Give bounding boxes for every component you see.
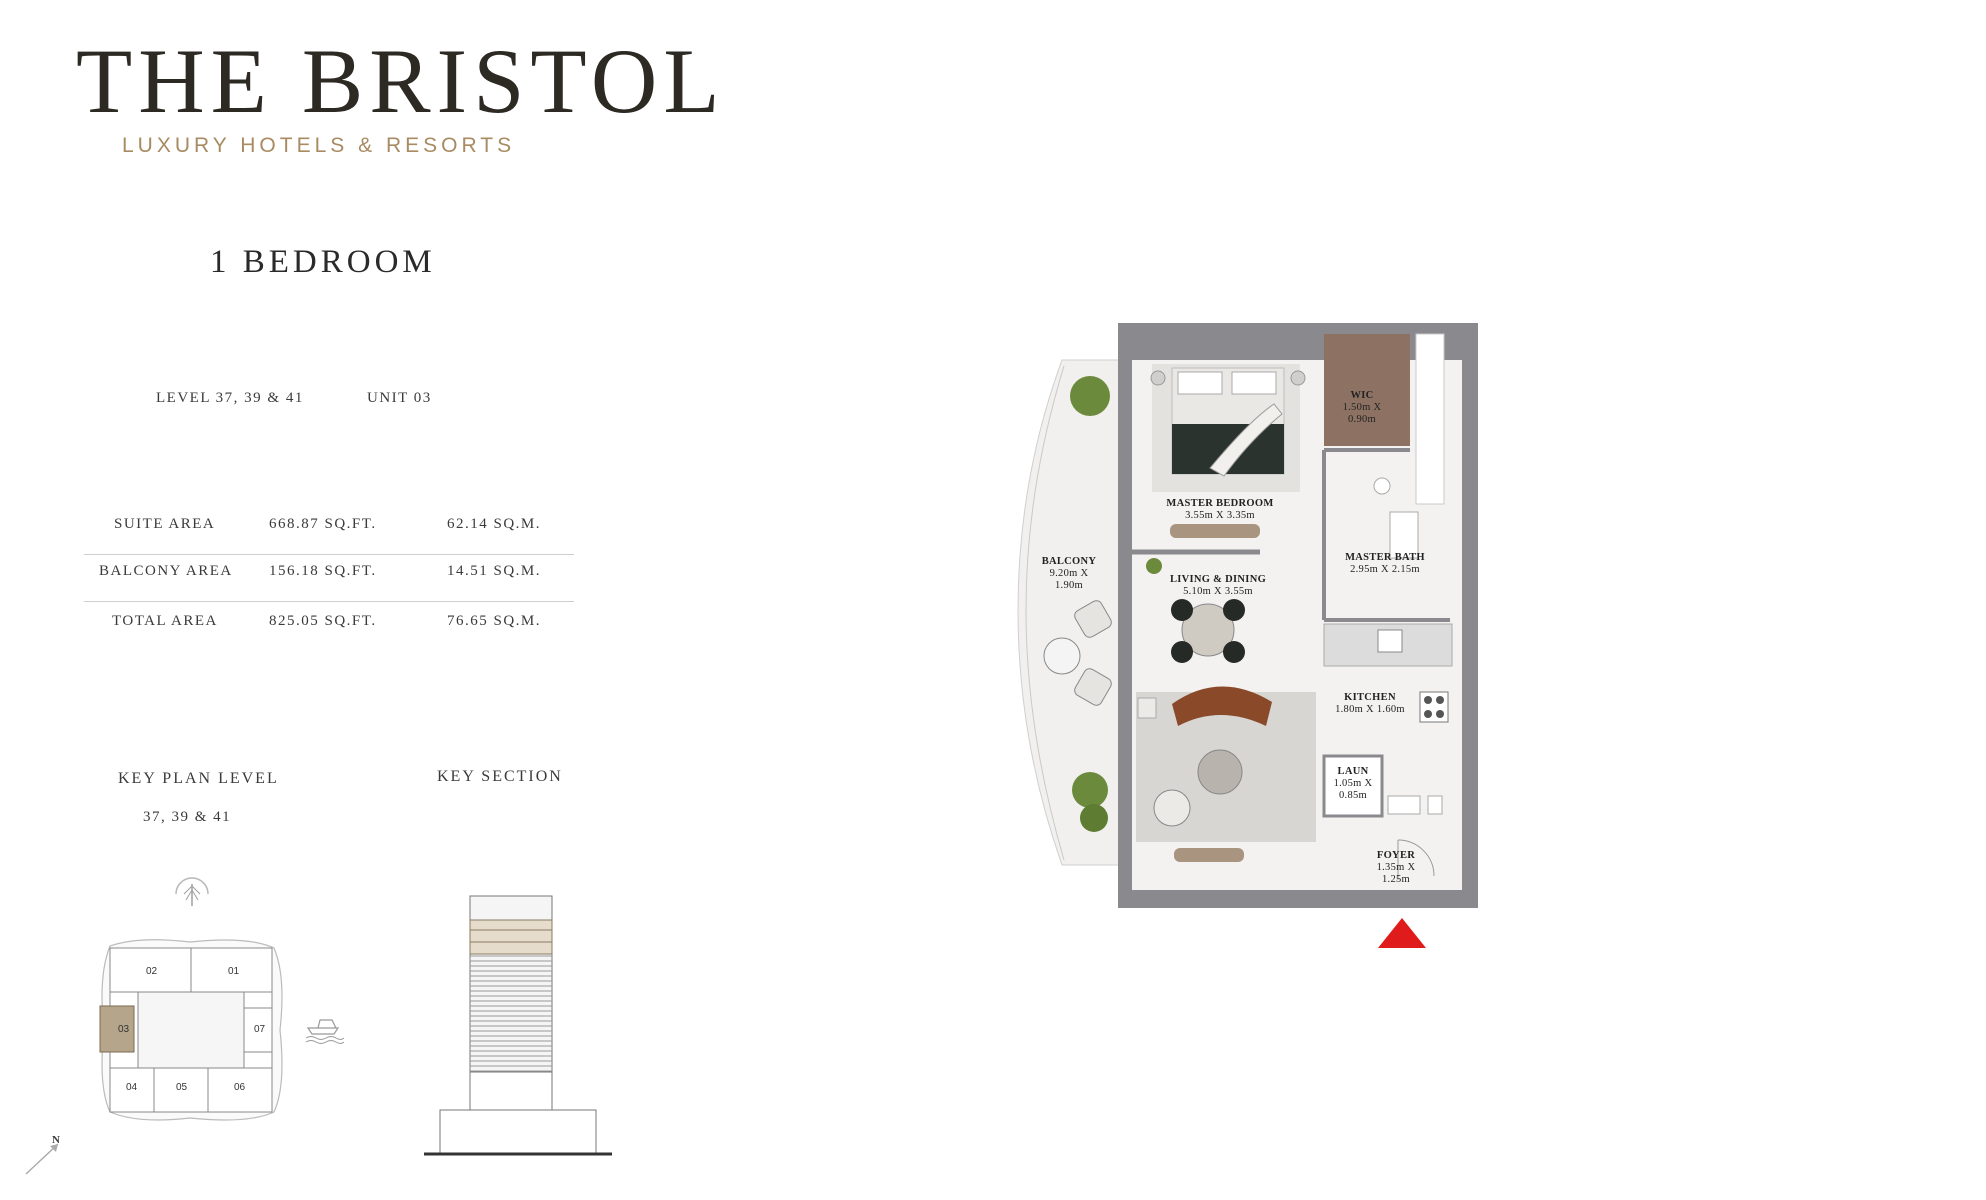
key-unit-04: 04 <box>126 1082 138 1093</box>
room-dim: 1.05m X <box>1333 778 1373 789</box>
palm-icon <box>175 877 209 906</box>
room-dim: 5.10m X 3.55m <box>1183 586 1253 597</box>
room-wic: WIC 1.50m X 0.90m <box>1332 390 1392 426</box>
area-row-total: TOTAL AREA 825.05 SQ.FT. 76.65 SQ.M. <box>84 602 574 648</box>
room-master-bath: MASTER BATH 2.95m X 2.15m <box>1330 552 1440 576</box>
room-dim: 0.90m <box>1347 414 1377 425</box>
room-name: FOYER <box>1376 850 1416 861</box>
room-master-bedroom: MASTER BEDROOM 3.55m X 3.35m <box>1150 498 1290 522</box>
area-sqm: 14.51 SQ.M. <box>447 563 542 579</box>
area-label: TOTAL AREA <box>112 613 218 629</box>
room-dim: 2.95m X 2.15m <box>1350 564 1420 575</box>
area-row-suite: SUITE AREA 668.87 SQ.FT. 62.14 SQ.M. <box>84 508 574 554</box>
entry-marker-icon <box>1378 918 1426 948</box>
key-section-title: KEY SECTION <box>437 768 563 785</box>
floor-plan: WIC 1.50m X 0.90m MASTER BEDROOM 3.55m X… <box>1010 320 1480 960</box>
area-sqm: 76.65 SQ.M. <box>447 613 542 629</box>
room-name: BALCONY <box>1041 556 1097 567</box>
room-name: WIC <box>1350 390 1374 401</box>
room-dim: 3.55m X 3.35m <box>1185 510 1255 521</box>
key-section-diagram <box>424 895 612 1156</box>
north-label: N <box>52 1134 60 1146</box>
room-laundry: LAUN 1.05m X 0.85m <box>1324 766 1382 802</box>
room-dim: 1.50m X <box>1342 402 1382 413</box>
brand-subtitle: LUXURY HOTELS & RESORTS <box>122 134 516 157</box>
level-label: LEVEL 37, 39 & 41 <box>156 390 304 406</box>
key-unit-05: 05 <box>176 1082 188 1093</box>
key-plan-title: KEY PLAN LEVEL <box>118 770 279 787</box>
room-dim: 1.90m <box>1054 580 1084 591</box>
room-name: LAUN <box>1337 766 1369 777</box>
area-label: BALCONY AREA <box>99 563 233 579</box>
room-living-dining: LIVING & DINING 5.10m X 3.55m <box>1154 574 1282 598</box>
key-plan-diagram: 02 01 03 07 04 05 06 <box>98 936 284 1124</box>
area-table: SUITE AREA 668.87 SQ.FT. 62.14 SQ.M. BAL… <box>84 508 574 648</box>
key-unit-01: 01 <box>228 966 240 977</box>
room-name: LIVING & DINING <box>1169 574 1267 585</box>
area-row-balcony: BALCONY AREA 156.18 SQ.FT. 14.51 SQ.M. <box>84 555 574 601</box>
room-dim: 1.25m <box>1381 874 1411 885</box>
unit-label: UNIT 03 <box>367 390 432 406</box>
room-kitchen: KITCHEN 1.80m X 1.60m <box>1320 692 1420 716</box>
key-unit-07: 07 <box>254 1024 266 1035</box>
room-foyer: FOYER 1.35m X 1.25m <box>1356 850 1436 886</box>
north-arrow-icon <box>25 1143 59 1175</box>
room-name: MASTER BATH <box>1345 552 1425 563</box>
row-divider <box>84 601 574 602</box>
room-name: KITCHEN <box>1344 692 1396 703</box>
room-dim: 1.35m X <box>1376 862 1416 873</box>
key-unit-03: 03 <box>118 1024 130 1035</box>
unit-type-title: 1 BEDROOM <box>210 244 436 280</box>
boat-icon <box>305 1019 344 1044</box>
key-plan-levels: 37, 39 & 41 <box>143 809 232 825</box>
brand-title: THE BRISTOL <box>76 30 726 132</box>
area-sqft: 668.87 SQ.FT. <box>269 516 377 532</box>
room-dim: 0.85m <box>1338 790 1368 801</box>
key-unit-06: 06 <box>234 1082 246 1093</box>
area-sqm: 62.14 SQ.M. <box>447 516 542 532</box>
key-unit-02: 02 <box>146 966 158 977</box>
area-sqft: 156.18 SQ.FT. <box>269 563 377 579</box>
room-name: MASTER BEDROOM <box>1166 498 1274 509</box>
room-balcony: BALCONY 9.20m X 1.90m <box>1038 556 1100 592</box>
area-sqft: 825.05 SQ.FT. <box>269 613 377 629</box>
area-label: SUITE AREA <box>114 516 216 532</box>
room-dim: 1.80m X 1.60m <box>1335 704 1405 715</box>
row-divider <box>84 554 574 555</box>
room-dim: 9.20m X <box>1049 568 1089 579</box>
